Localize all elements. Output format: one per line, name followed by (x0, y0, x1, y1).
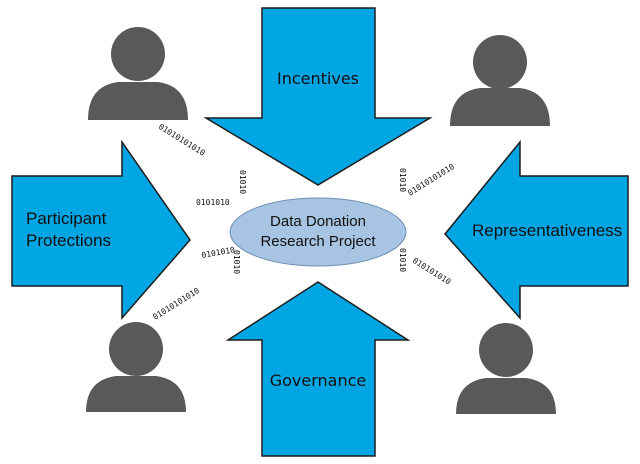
arrow-left-icon (444, 139, 629, 320)
person-icon (450, 35, 550, 126)
center-label-line2: Research Project (260, 233, 376, 250)
center-ellipse (229, 197, 407, 267)
binary-stream-bottom-left-short: 0101010 (201, 245, 236, 260)
binary-stream-top-left-short: 0101010 (196, 198, 230, 207)
arrow-representativeness: Representativeness (444, 139, 629, 320)
arrow-participant-protections: Participant Protections (11, 139, 191, 321)
center-project: Data Donation Research Project (229, 197, 407, 267)
binary-stream-bottom-left: 01010101010 (151, 286, 201, 322)
arrow-label-governance: Governance (270, 371, 367, 390)
arrow-label-protections: Protections (26, 231, 111, 250)
binary-stream-top-right-vertical: 01010 (398, 168, 407, 192)
arrow-label-participant: Participant (26, 209, 107, 228)
arrow-label-representativeness: Representativeness (472, 221, 622, 240)
arrow-governance: Governance (225, 281, 411, 457)
binary-stream-bottom-left-vertical: 01010 (232, 250, 241, 274)
arrow-right-icon (11, 139, 191, 321)
center-label-line1: Data Donation (270, 213, 366, 230)
binary-stream-top-left: 01010101010 (157, 122, 207, 158)
person-top-left (88, 27, 188, 120)
person-bottom-right (456, 323, 556, 414)
binary-stream-top-right: 01010101010 (406, 162, 456, 198)
person-bottom-left (86, 322, 186, 412)
person-icon (88, 27, 188, 120)
person-icon (86, 322, 186, 412)
binary-stream-bottom-right: 010101010 (411, 256, 453, 287)
arrow-down-icon (203, 7, 433, 186)
person-icon (456, 323, 556, 414)
binary-stream-bottom-right-vertical: 01010 (398, 248, 407, 272)
arrow-incentives: Incentives (203, 7, 433, 186)
person-top-right (450, 35, 550, 126)
arrow-label-incentives: Incentives (277, 69, 359, 88)
binary-stream-top-left-vertical: 01010 (238, 170, 247, 194)
arrow-up-icon (225, 281, 411, 457)
